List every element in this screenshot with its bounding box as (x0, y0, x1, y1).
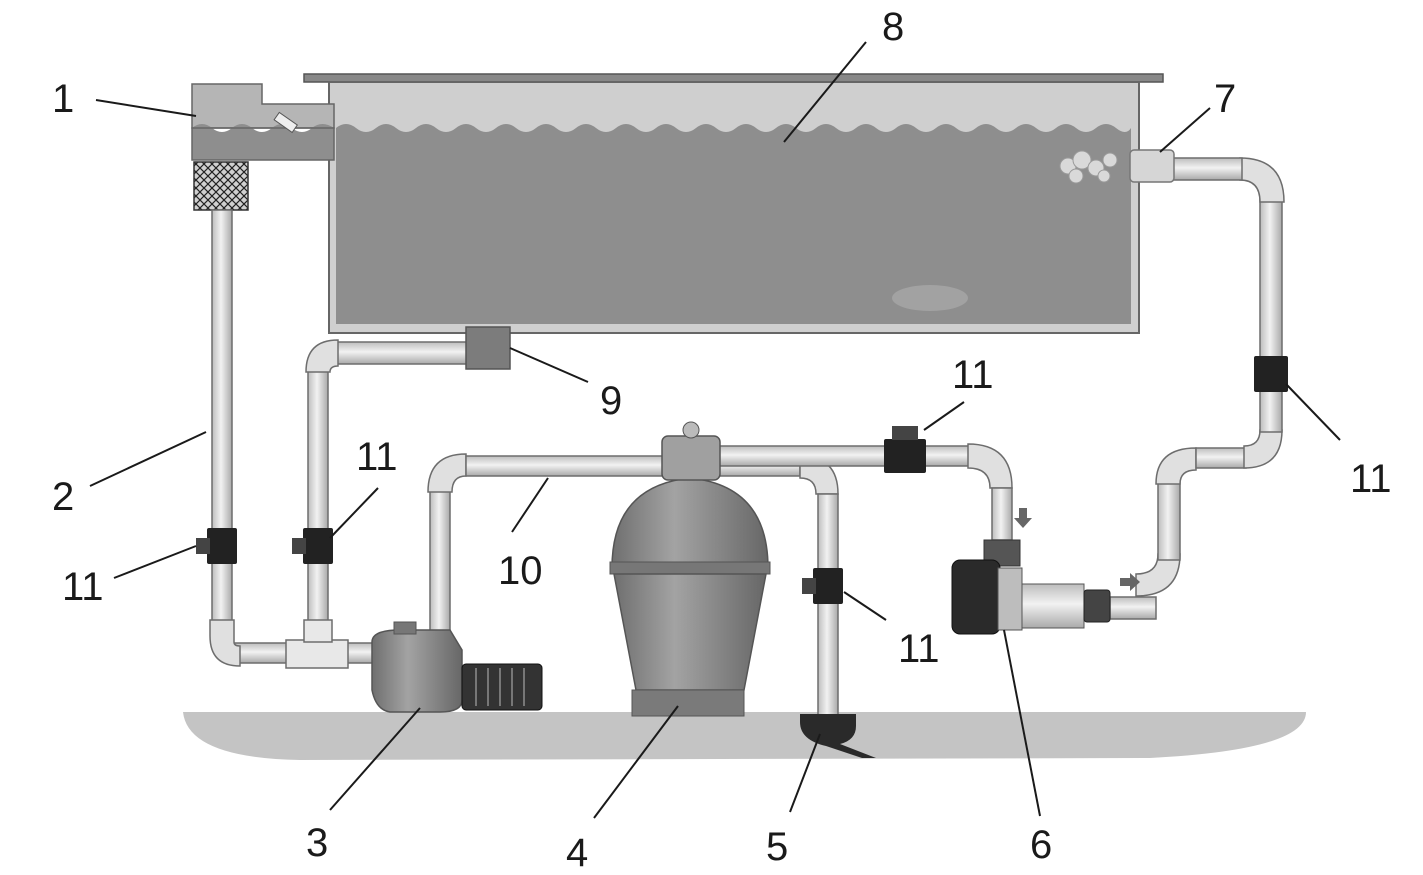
label-skimmer: 1 (52, 77, 74, 121)
valve-waste-line (802, 568, 843, 604)
sand-filter (609, 421, 771, 717)
label-bottom-drain: 9 (600, 379, 622, 423)
label-drain: 5 (766, 825, 788, 869)
label-valve-3: 11 (952, 353, 994, 397)
label-valve-5: 11 (1350, 457, 1392, 501)
leader-lines (89, 41, 1341, 819)
skimmer (191, 83, 335, 211)
label-filter-pipe: 10 (498, 549, 543, 593)
label-pool-water: 8 (882, 5, 904, 49)
label-valve-1: 11 (62, 565, 104, 609)
waste-drain (800, 714, 876, 758)
label-sand-filter: 4 (566, 831, 588, 875)
valve-return-line (1254, 356, 1288, 392)
label-heater: 6 (1030, 823, 1052, 867)
label-return-inlet: 7 (1214, 77, 1236, 121)
valve-heater-line (884, 426, 926, 473)
pump (371, 621, 543, 713)
label-valve-2: 11 (356, 435, 398, 479)
return-inlet (1129, 149, 1175, 183)
skimmer-basket (193, 161, 249, 211)
flow-arrow-right-icon (1120, 573, 1140, 591)
pool-basin (303, 73, 1164, 334)
bottom-drain (465, 326, 511, 370)
callout-labels: 1 2 3 4 5 6 7 8 9 10 11 11 11 11 11 (52, 5, 1392, 875)
valves (196, 356, 1288, 604)
label-valve-4: 11 (898, 627, 940, 671)
flow-arrow-down-icon (1014, 508, 1032, 528)
return-jet-bubbles (1059, 150, 1118, 184)
label-pump: 3 (306, 821, 328, 865)
heater (951, 539, 1111, 635)
ground (183, 712, 1306, 760)
valve-drain-line (292, 528, 333, 564)
pool-water (336, 124, 1131, 324)
label-suction-pipe: 2 (52, 475, 74, 519)
multiport-valve (661, 435, 721, 481)
valve-skimmer-line (196, 528, 237, 564)
